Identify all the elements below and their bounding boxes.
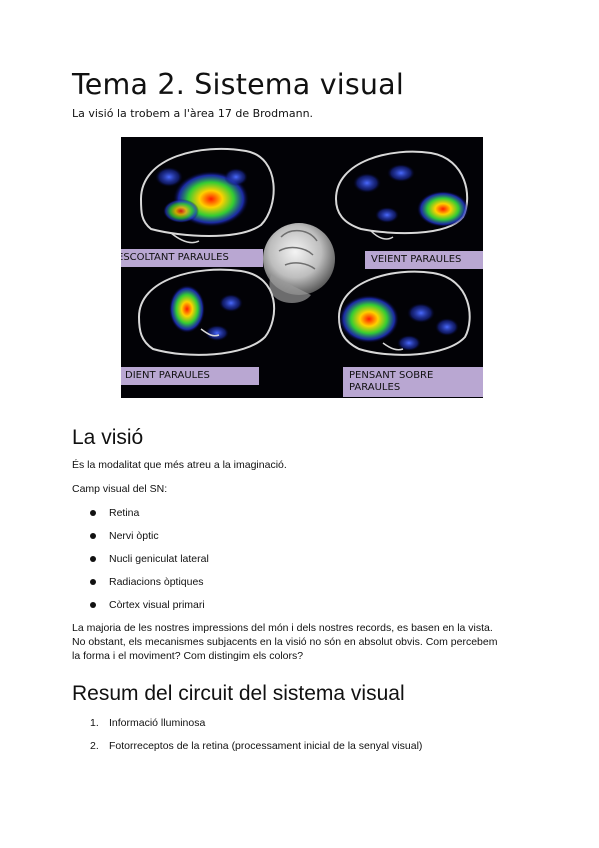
bullet-icon [90,579,96,585]
bullet-icon [90,602,96,608]
section-heading-vision: La visió [72,426,144,449]
list-item-number: 1. [90,717,99,729]
list-item-text: Nervi òptic [109,530,159,542]
paragraph-line: No obstant, els mecanismes subjacents en… [72,636,498,648]
label-thinking: PENSANT SOBRE PARAULES [343,367,483,397]
brain-activity-figure: ESCOLTANT PARAULES VEIENT PARAULES DIENT… [121,137,483,398]
vision-intro: És la modalitat que més atreu a la imagi… [72,459,287,471]
section-heading-circuit: Resum del circuit del sistema visual [72,682,405,705]
brain-scan-speaking [137,268,276,356]
paragraph-line: la forma i el moviment? Com distingim el… [72,650,304,662]
list-item-text: Retina [109,507,140,519]
brain-scan-thinking [337,270,471,356]
bullet-icon [90,510,96,516]
list-item-number: 2. [90,740,99,752]
label-seeing: VEIENT PARAULES [365,251,483,269]
visual-field-lead: Camp visual del SN: [72,483,168,495]
brain-scan-seeing [334,150,469,240]
brain-scan-listening [139,147,275,244]
page-subtitle: La visió la trobem a l'àrea 17 de Brodma… [72,107,314,120]
list-item-text: Nucli geniculat lateral [109,553,209,565]
bullet-icon [90,533,96,539]
list-item-text: Informació lluminosa [109,717,206,729]
page-title: Tema 2. Sistema visual [72,68,404,101]
head-illustration [263,223,335,303]
label-speaking: DIENT PARAULES [121,367,259,385]
list-item-text: Radiacions òptiques [109,576,204,588]
brain-scans-illustration [137,147,471,356]
label-listening: ESCOLTANT PARAULES [121,249,263,267]
bullet-icon [90,556,96,562]
list-item-text: Fotorreceptos de la retina (processament… [109,740,423,752]
paragraph-line: La majoria de les nostres impressions de… [72,622,493,634]
list-item-text: Còrtex visual primari [109,599,205,611]
